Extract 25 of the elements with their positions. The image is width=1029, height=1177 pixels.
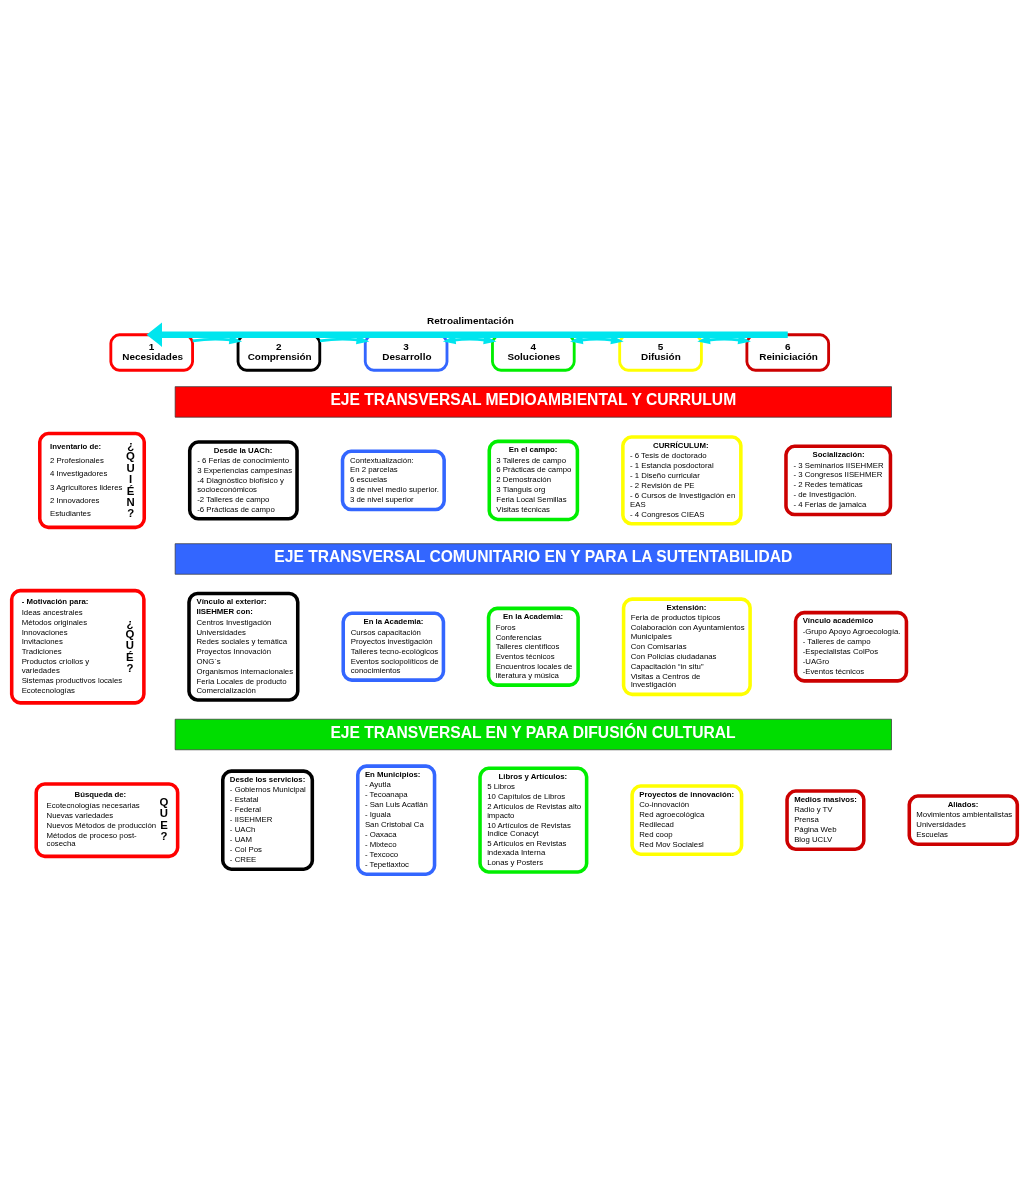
node-box: Aliados: Movimientos ambientalistas Universidades Escuelas [907, 793, 1020, 846]
node-box: Extensión: Feria de productos típicos Colaboración con Ayuntamientos Municipales Con Comisarías Con Policías ciudadanas Capacitación “in situ” Visitas a Centros de Investigación [621, 596, 752, 696]
node-box: Desde la UACh: - 6 Ferias de conocimiento 3 Experiencias campesinas -4 Diagnóstico biofísico y socioeconómicos -2 Talleres de campo -6 Prácticas de campo [187, 439, 299, 521]
node-box: Libros y Artículos: 5 Libros 10 Capítulos de Libros 2 Artículos de Revistas alto impacto 10 Artículos de Revistas Indice Conacyt 5 Artículos en Revistas indexada Interna Lonas y Posters [478, 766, 589, 874]
edge-label: Retroalimentación [427, 314, 514, 326]
node-box: - Motivación para: Ideas ancestrales Métodos originales Innovaciones Invitaciones Tradiciones Productos criollos y variedades Sistemas productivos locales Ecotecnologías ¿QUÉ? [9, 588, 146, 705]
node-box: Vínculo académico -Grupo Apoyo Agroecología. - Talleres de campo -Especialistas ColPos -UAGro -Eventos técnicos [793, 610, 909, 683]
node-box: Contextualización: En 2 parcelas 6 escuelas 3 de nivel medio superior. 3 de nivel superior [340, 449, 446, 511]
node-box: Búsqueda de: Ecotecnologías necesarias Nuevas variedades Nuevos Métodos de producción Métodos de proceso post-cosecha QUE? [34, 781, 180, 858]
node-box: En el campo: 3 Talleres de campo 6 Prácticas de campo 2 Demostración 3 Tianguis org Feria Local Semillas Visitas técnicas [487, 439, 580, 521]
node-box: 6 Reiniciación [745, 332, 831, 372]
node-box: Vínculo al exterior: IISEHMER con: Centros Investigación Universidades Redes sociales y temática Proyectos Innovación ONG`s Organismos internacionales Feria Locales de producto Comercialización [187, 591, 300, 702]
node-box: Proyectos de innovación: Co-innovación Red agroecológica Redilecad Red coop Red Mov Socialesl [630, 783, 744, 856]
node-box: Socialización: - 3 Seminarios IISEHMER - 3 Congresos IISEHMER - 2 Redes temáticas - de Investigación. - 4 Ferias de jamaica [784, 444, 893, 516]
arrow [146, 322, 788, 347]
node-box: 1 Necesidades [109, 332, 194, 372]
node-box: En Municipios: - Ayutla - Tecoanapa - San Luis Acatlán - Iguala San Cristobal Ca - Oaxaca - Mixteco - Texcoco - Tepetlaxtoc [356, 763, 437, 876]
node-box: CURRÍCULUM: - 6 Tesis de doctorado - 1 Estancia posdoctoral - 1 Diseño curricular - 2 Revisión de PE - 6 Cursos de Investigación en EAS - 4 Congresos CIEAS [621, 434, 743, 526]
node-box: EJE TRANSVERSAL MEDIOAMBIENTAL Y CURRULUM [174, 385, 892, 418]
node-box: Medios masivos: Radio y TV Prensa Página Web Blog UCLV [785, 788, 866, 851]
node-box: Desde los servicios: - Gobiernos Municipal - Estatal - Federal - IISEHMER - UACh - UAM - Col Pos - CREE [221, 768, 315, 871]
node-box: En la Academia: Foros Conferencias Talleres científicos Eventos técnicos Encuentros locales de literatura y música [486, 606, 580, 687]
node-box: EJE TRANSVERSAL EN Y PARA DIFUSIÓN CULTURAL [174, 718, 892, 750]
node-box: EJE TRANSVERSAL COMUNITARIO EN Y PARA LA SUTENTABILIDAD [174, 542, 892, 575]
node-box: En la Academia: Cursos capacitación Proyectos investigación Talleres tecno-ecológicos Eventos sociopolíticos de conocimientos [341, 611, 446, 682]
